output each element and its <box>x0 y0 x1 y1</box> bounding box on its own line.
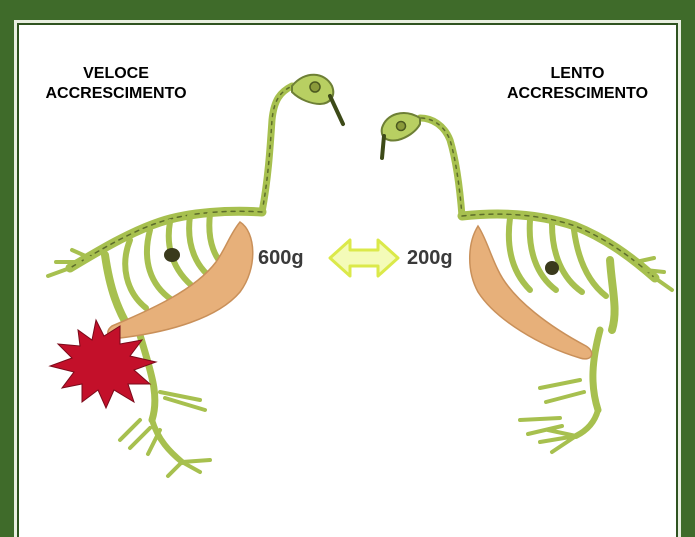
left-title-line2: ACCRESCIMENTO <box>26 84 206 104</box>
left-title-line1: VELOCE <box>26 64 206 84</box>
double-arrow-icon <box>330 240 398 276</box>
left-weight-label: 600g <box>258 246 304 270</box>
left-chicken-skeleton <box>48 75 343 476</box>
right-title-line1: LENTO <box>490 64 665 84</box>
left-title: VELOCE ACCRESCIMENTO <box>26 64 206 104</box>
right-title: LENTO ACCRESCIMENTO <box>490 64 665 104</box>
right-chicken-skeleton <box>382 113 672 452</box>
right-weight-label: 200g <box>407 246 453 270</box>
right-title-line2: ACCRESCIMENTO <box>490 84 665 104</box>
